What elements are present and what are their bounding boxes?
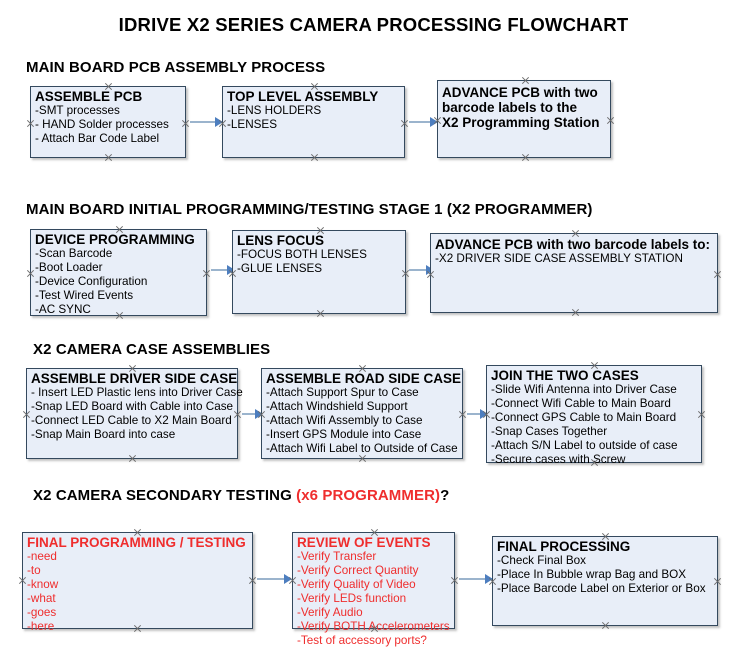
section-heading-1: MAIN BOARD PCB ASSEMBLY PROCESS — [26, 59, 326, 76]
node-assemble-road-side-case[interactable]: ASSEMBLE ROAD SIDE CASE -Attach Support … — [261, 368, 463, 459]
node-title: TOP LEVEL ASSEMBLY — [227, 89, 379, 104]
node-title: ASSEMBLE PCB — [35, 89, 143, 104]
node-line: -Connect Wifi Cable to Main Board — [491, 397, 671, 411]
node-title: FINAL PROGRAMMING / TESTING — [27, 535, 246, 550]
node-line: -to — [27, 564, 41, 578]
node-line: -Snap Main Board into case — [31, 427, 176, 441]
node-line: -Secure cases with Screw — [491, 452, 626, 466]
node-line: -need — [27, 550, 57, 564]
node-line: -Attach Support Spur to Case — [266, 386, 419, 400]
node-line: -Test Wired Events — [35, 288, 134, 302]
node-title: ASSEMBLE DRIVER SIDE CASE — [31, 371, 238, 386]
node-title: ASSEMBLE ROAD SIDE CASE — [266, 371, 462, 386]
connector-arrow — [190, 121, 222, 123]
node-line: -Connect GPS Cable to Main Board — [491, 410, 677, 424]
section-heading-2: MAIN BOARD INITIAL PROGRAMMING/TESTING S… — [26, 201, 593, 218]
node-final-processing[interactable]: FINAL PROCESSING -Check Final Box -Place… — [492, 536, 718, 626]
section-heading-4-text: X2 CAMERA SECONDARY TESTING — [33, 487, 297, 504]
node-final-programming-testing[interactable]: FINAL PROGRAMMING / TESTING -need -to -k… — [22, 532, 253, 633]
node-line: -Place Barcode Label on Exterior or Box — [497, 581, 706, 595]
node-title: DEVICE PROGRAMMING — [35, 232, 195, 247]
connector-arrow — [257, 578, 291, 580]
node-line: -SMT processes — [35, 104, 120, 118]
node-title: JOIN THE TWO CASES — [491, 368, 639, 383]
node-line: -what — [27, 591, 56, 605]
node-line: -Verify LEDs function — [297, 591, 407, 605]
node-title: ADVANCE PCB with two — [442, 85, 598, 100]
connector-arrow — [211, 269, 234, 271]
handle-bottom-icon — [104, 153, 113, 162]
node-line: -FOCUS BOTH LENSES — [237, 248, 367, 262]
page-title: IDRIVE X2 SERIES CAMERA PROCESSING FLOWC… — [118, 14, 629, 35]
node-title: REVIEW OF EVENTS — [297, 535, 431, 550]
connector-arrow — [409, 269, 433, 271]
handle-left-icon — [26, 269, 35, 278]
node-line: -Snap Cases Together — [491, 424, 608, 438]
node-lens-focus[interactable]: LENS FOCUS -FOCUS BOTH LENSES -GLUE LENS… — [232, 230, 406, 314]
node-line: -Connect LED Cable to X2 Main Board — [31, 413, 232, 427]
node-line: -X2 DRIVER SIDE CASE ASSEMBLY STATION — [435, 252, 683, 266]
node-title: ADVANCE PCB with two barcode labels to: — [435, 237, 711, 252]
connector-arrow — [459, 578, 492, 580]
node-line: -Verify Transfer — [297, 550, 377, 564]
connector-arrow — [409, 121, 437, 123]
node-line: -here — [27, 619, 55, 633]
handle-bottom-icon — [571, 308, 580, 317]
node-line: -Verify Quality of Video — [297, 577, 416, 591]
node-line: - HAND Solder processes — [35, 118, 169, 132]
node-top-level-assembly[interactable]: TOP LEVEL ASSEMBLY -LENS HOLDERS -LENSES — [222, 86, 405, 158]
connector-arrow — [467, 413, 487, 415]
node-line: -know — [27, 577, 59, 591]
node-line: -Attach Windshield Support — [266, 400, 408, 414]
node-assemble-pcb[interactable]: ASSEMBLE PCB -SMT processes - HAND Solde… — [30, 86, 186, 158]
node-line: -Scan Barcode — [35, 247, 113, 261]
node-line: -LENSES — [227, 118, 278, 132]
handle-left-icon — [22, 410, 31, 419]
section-heading-4-red: (x6 PROGRAMMER) — [296, 487, 441, 504]
handle-bottom-icon — [128, 454, 137, 463]
node-line: -goes — [27, 605, 57, 619]
node-line: - Insert LED Plastic lens into Driver Ca… — [31, 386, 243, 400]
connector-arrow — [242, 413, 262, 415]
section-heading-4-tail: ? — [440, 487, 450, 504]
handle-left-icon — [26, 119, 35, 128]
node-line: - Attach Bar Code Label — [35, 131, 160, 145]
node-line: -GLUE LENSES — [237, 262, 323, 276]
node-line: -Check Final Box — [497, 554, 586, 568]
node-advance-pcb-programming-station[interactable]: ADVANCE PCB with two barcode labels to t… — [437, 80, 611, 158]
node-line: -Verify Audio — [297, 605, 363, 619]
node-line: -Attach Wifi Label to Outside of Case — [266, 441, 458, 455]
node-review-of-events[interactable]: REVIEW OF EVENTS -Verify Transfer -Verif… — [292, 532, 455, 647]
node-line: -Place In Bubble wrap Bag and BOX — [497, 568, 687, 582]
node-advance-pcb-driver-side-station[interactable]: ADVANCE PCB with two barcode labels to: … — [430, 233, 718, 313]
node-title: LENS FOCUS — [237, 233, 325, 248]
node-line: -Verify Correct Quantity — [297, 564, 419, 578]
node-join-the-two-cases[interactable]: JOIN THE TWO CASES -Slide Wifi Antenna i… — [486, 365, 702, 466]
node-line: -Attach S/N Label to outside of case — [491, 438, 678, 452]
node-line: -AC SYNC — [35, 302, 91, 316]
handle-bottom-icon — [521, 153, 530, 162]
section-heading-3: X2 CAMERA CASE ASSEMBLIES — [33, 341, 271, 358]
node-title-line3: X2 Programming Station — [442, 115, 600, 131]
handle-left-icon — [18, 576, 27, 585]
node-line: -Device Configuration — [35, 274, 148, 288]
section-heading-4: X2 CAMERA SECONDARY TESTING (x6 PROGRAMM… — [33, 487, 449, 504]
handle-top-icon — [521, 76, 530, 85]
node-assemble-driver-side-case[interactable]: ASSEMBLE DRIVER SIDE CASE - Insert LED P… — [26, 368, 243, 459]
node-device-programming[interactable]: DEVICE PROGRAMMING -Scan Barcode -Boot L… — [30, 229, 207, 316]
node-title: FINAL PROCESSING — [497, 539, 631, 554]
node-line: -Snap LED Board with Cable into Case — [31, 400, 234, 414]
handle-bottom-icon — [310, 153, 319, 162]
node-line: -Slide Wifi Antenna into Driver Case — [491, 383, 677, 397]
node-line-overflow: -Test of accessory ports? — [297, 633, 427, 647]
node-line: -Attach Wifi Assembly to Case — [266, 413, 423, 427]
node-title-line2: barcode labels to the — [442, 100, 578, 116]
node-line: -Boot Loader — [35, 261, 103, 275]
node-line: -Insert GPS Module into Case — [266, 427, 422, 441]
node-line: -LENS HOLDERS — [227, 104, 322, 118]
node-line: -Verify BOTH Accelerometers — [297, 619, 450, 633]
handle-right-icon — [713, 270, 722, 279]
